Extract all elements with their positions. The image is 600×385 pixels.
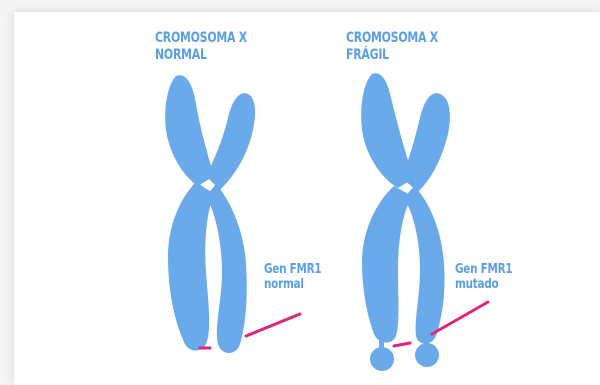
fragile-gene-line2: mutado bbox=[455, 277, 512, 292]
fragile-title-line2: FRÁGIL bbox=[346, 47, 438, 64]
normal-chromosome-lower-left-arm bbox=[168, 182, 214, 351]
fragile-gene-line1: Gen FMR1 bbox=[455, 262, 512, 277]
normal-chromosome-lower-right-arm bbox=[206, 184, 247, 353]
fragile-left-stalk bbox=[379, 334, 384, 348]
normal-gene-line1: Gen FMR1 bbox=[264, 262, 321, 277]
fragile-chromosome-lower-right-arm bbox=[404, 186, 445, 344]
normal-gene-line2: normal bbox=[264, 277, 321, 292]
fragile-chromosome-lower-left-arm bbox=[362, 186, 412, 343]
fragile-right-knob bbox=[415, 343, 439, 367]
fragile-gene-label: Gen FMR1 mutado bbox=[455, 262, 512, 292]
normal-chromosome-title: CROMOSOMA X NORMAL bbox=[155, 30, 247, 64]
fragile-chromosome-title: CROMOSOMA X FRÁGIL bbox=[346, 30, 438, 64]
fragile-chromosome-upper-right-arm bbox=[402, 93, 450, 192]
normal-gene-label: Gen FMR1 normal bbox=[264, 262, 321, 292]
normal-title-line2: NORMAL bbox=[155, 47, 247, 64]
normal-title-line1: CROMOSOMA X bbox=[155, 30, 247, 47]
fragile-title-line1: CROMOSOMA X bbox=[346, 30, 438, 47]
normal-chromosome-upper-left-arm bbox=[165, 75, 214, 186]
fragile-chromosome bbox=[361, 73, 450, 371]
normal-chromosome bbox=[165, 75, 255, 353]
normal-gene-pointer bbox=[246, 314, 300, 336]
normal-chromosome-upper-right-arm bbox=[206, 93, 255, 190]
fragile-left-knob bbox=[370, 347, 394, 371]
fragile-gene-marker bbox=[394, 343, 410, 346]
